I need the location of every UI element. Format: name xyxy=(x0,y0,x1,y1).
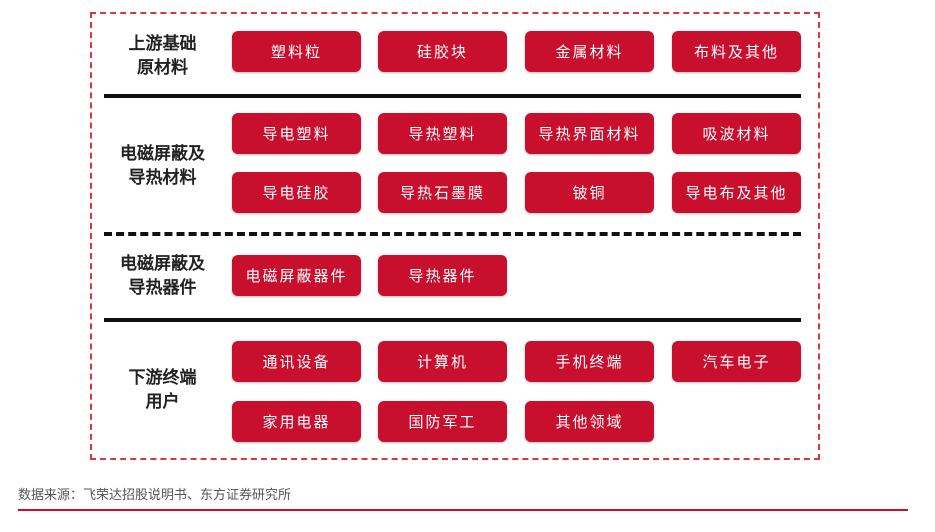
cell-thermal-plastic: 导热塑料 xyxy=(378,113,507,154)
source-note: 数据来源：飞荣达招股说明书、东方证券研究所 xyxy=(18,488,292,503)
row-label-downstream: 下游终端 用户 xyxy=(100,366,225,414)
cell-metal-materials: 金属材料 xyxy=(525,31,654,72)
cell-absorbing-material: 吸波材料 xyxy=(672,113,801,154)
cell-beryllium-copper: 铍铜 xyxy=(525,172,654,213)
row-label-shielding-devices: 电磁屏蔽及 导热器件 xyxy=(100,252,225,300)
divider-solid-2 xyxy=(104,318,801,322)
row-label-line: 导热器件 xyxy=(128,278,197,298)
cell-shielding-device: 电磁屏蔽器件 xyxy=(232,255,361,296)
row-label-line: 电磁屏蔽及 xyxy=(120,144,205,164)
row-label-line: 用户 xyxy=(145,392,180,412)
cell-fabric-others: 布料及其他 xyxy=(672,31,801,72)
row-label-line: 电磁屏蔽及 xyxy=(120,254,205,274)
cell-thermal-device: 导热器件 xyxy=(378,255,507,296)
cell-computer: 计算机 xyxy=(378,341,507,382)
bottom-rule xyxy=(18,509,908,511)
cell-automotive-electronics: 汽车电子 xyxy=(672,341,801,382)
row-label-line: 下游终端 xyxy=(128,368,197,388)
cell-graphite-film: 导热石墨膜 xyxy=(378,172,507,213)
cell-thermal-interface-material: 导热界面材料 xyxy=(525,113,654,154)
row-label-upstream: 上游基础 原材料 xyxy=(100,32,225,80)
cell-conductive-silicone: 导电硅胶 xyxy=(232,172,361,213)
cell-conductive-fabric-others: 导电布及其他 xyxy=(672,172,801,213)
row-label-line: 导热材料 xyxy=(128,168,197,188)
divider-dashed xyxy=(104,232,801,236)
divider-solid-1 xyxy=(104,94,801,98)
cell-conductive-plastic: 导电塑料 xyxy=(232,113,361,154)
row-label-line: 原材料 xyxy=(137,58,188,78)
cell-communication-equipment: 通讯设备 xyxy=(232,341,361,382)
row-label-shielding-materials: 电磁屏蔽及 导热材料 xyxy=(100,142,225,190)
cell-plastic-pellets: 塑料粒 xyxy=(232,31,361,72)
cell-home-appliances: 家用电器 xyxy=(232,401,361,442)
cell-silicone-block: 硅胶块 xyxy=(378,31,507,72)
cell-other-fields: 其他领域 xyxy=(525,401,654,442)
row-label-line: 上游基础 xyxy=(128,34,197,54)
cell-mobile-terminal: 手机终端 xyxy=(525,341,654,382)
cell-defense-military: 国防军工 xyxy=(378,401,507,442)
diagram-frame xyxy=(90,12,820,460)
